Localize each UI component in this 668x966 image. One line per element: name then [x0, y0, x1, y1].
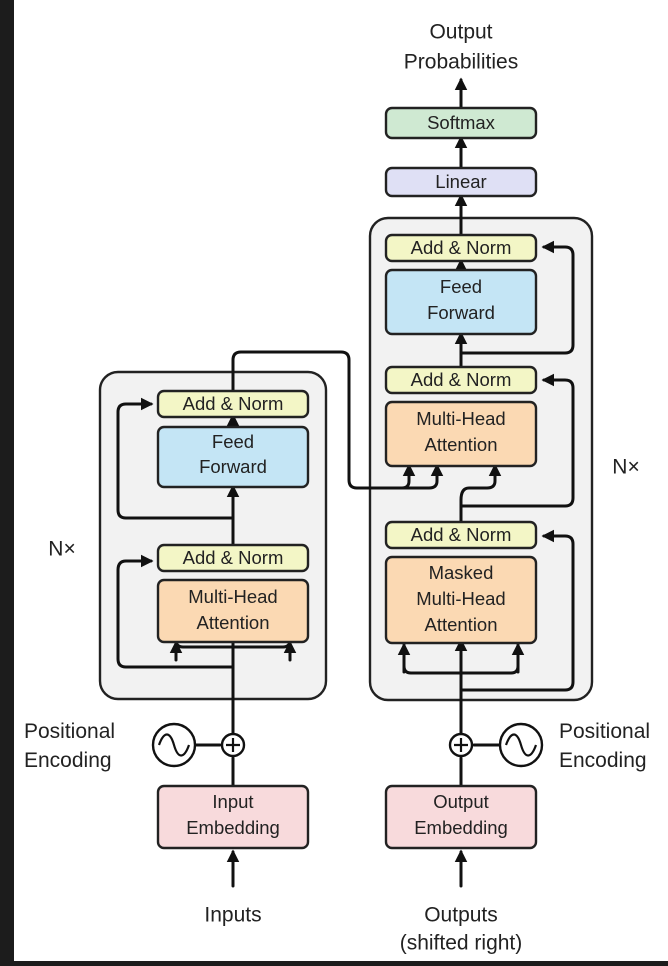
enc-add-norm-top-label: Add & Norm [183, 393, 284, 414]
diagram-canvas: Output Probabilities Softmax Linear Add … [24, 21, 650, 955]
output-embedding-line2: Embedding [414, 817, 508, 838]
dec-residual-3 [459, 240, 575, 355]
input-embedding-box [156, 784, 310, 850]
dec-add-norm-mid [384, 365, 538, 395]
dec-nx-label: N× [612, 456, 639, 479]
enc-ff-line2: Forward [199, 456, 267, 477]
enc-add-norm-top [156, 389, 310, 419]
dec-add-norm-mid-label: Add & Norm [411, 369, 512, 390]
dec-residual-2 [459, 373, 575, 508]
enc-sine-icon [157, 733, 191, 757]
left-pe-line1: Positional [24, 720, 115, 743]
dec-add-norm-top-label: Add & Norm [411, 237, 512, 258]
transformer-diagram: Output Probabilities Softmax Linear Add … [14, 0, 668, 961]
left-pe-line2: Encoding [24, 749, 112, 772]
enc-add-norm-bottom [156, 543, 310, 573]
dec-masked-line2: Multi-Head [416, 588, 505, 609]
dec-to-cross-q-arrow [459, 463, 502, 524]
output-embedding-line1: Output [433, 791, 489, 812]
input-embedding-line2: Embedding [186, 817, 280, 838]
dec-plus-icon [454, 738, 468, 752]
enc-mha-line2: Attention [196, 612, 269, 633]
output-embedding-box [384, 784, 538, 850]
inputs-label: Inputs [204, 904, 261, 927]
output-prob-line2: Probabilities [404, 51, 518, 74]
encoder-panel [98, 370, 328, 701]
dec-masked-line3: Attention [424, 614, 497, 635]
enc-feed-forward-box [156, 425, 310, 489]
enc-ff-line1: Feed [212, 431, 254, 452]
enc-plus-icon [226, 738, 240, 752]
softmax-box [384, 106, 538, 140]
dec-sine-icon [504, 733, 538, 757]
dec-ff-line1: Feed [440, 276, 482, 297]
enc-residual-2 [116, 397, 235, 520]
linear-label: Linear [435, 171, 486, 192]
enc-attention-box [156, 578, 310, 644]
dec-add-norm-bottom [384, 520, 538, 550]
dec-mha-line2: Attention [424, 434, 497, 455]
outputs-label-line1: Outputs [424, 904, 498, 927]
dec-masked-line1: Masked [429, 562, 494, 583]
enc-mha-line1: Multi-Head [188, 586, 277, 607]
right-pe-line1: Positional [559, 720, 650, 743]
dec-ff-line2: Forward [427, 302, 495, 323]
input-embedding-line1: Input [212, 791, 253, 812]
enc-to-dec-v-arrow [400, 463, 444, 490]
enc-nx-label: N× [48, 538, 75, 561]
dec-mha-line1: Multi-Head [416, 408, 505, 429]
dec-residual-1 [459, 529, 575, 692]
dec-masked-attention-box [384, 555, 538, 645]
dec-add-norm-bottom-label: Add & Norm [411, 524, 512, 545]
linear-box [384, 166, 538, 198]
outputs-label-line2: (shifted right) [400, 932, 523, 955]
softmax-label: Softmax [427, 112, 496, 133]
dec-cross-attention-box [384, 400, 538, 468]
right-pe-line2: Encoding [559, 749, 647, 772]
output-prob-line1: Output [429, 21, 492, 44]
dec-feed-forward-box [384, 268, 538, 336]
enc-add-norm-bottom-label: Add & Norm [183, 547, 284, 568]
dec-add-norm-top [384, 233, 538, 263]
enc-residual-1 [116, 554, 235, 669]
